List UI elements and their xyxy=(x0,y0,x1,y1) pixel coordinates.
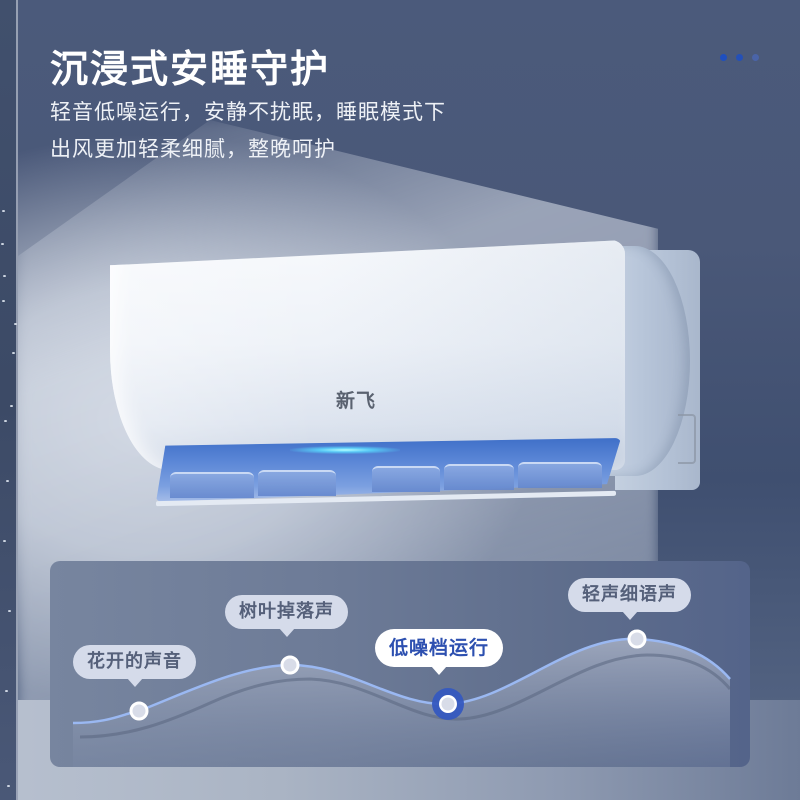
louver-blade xyxy=(518,462,602,488)
ac-front-panel xyxy=(110,240,625,470)
label-leaves-falling: 树叶掉落声 xyxy=(225,595,348,637)
louver-blade xyxy=(170,472,254,498)
curve-point-active[interactable] xyxy=(432,688,464,720)
noise-comparison-panel: 花开的声音 树叶掉落声 低噪档运行 轻声细语声 xyxy=(50,561,750,767)
label-flower-blooming: 花开的声音 xyxy=(73,645,196,687)
louver-blade xyxy=(372,466,440,492)
curve-point-1[interactable] xyxy=(129,701,149,721)
description-line-2: 出风更加轻柔细腻，整晚呵护 xyxy=(50,137,336,161)
curve-point-4[interactable] xyxy=(627,629,647,649)
louver-blade xyxy=(444,464,514,490)
ac-front-shading xyxy=(110,240,625,470)
louver-blade xyxy=(258,470,336,496)
pagination-dot-3[interactable] xyxy=(752,54,759,61)
label-low-noise-mode: 低噪档运行 xyxy=(375,629,504,675)
label-whisper: 轻声细语声 xyxy=(568,578,691,620)
ac-side-vent-icon xyxy=(678,414,696,464)
brand-logo: 新飞 xyxy=(336,390,377,412)
indicator-light-icon xyxy=(290,446,400,454)
pagination-dots xyxy=(720,54,759,61)
left-edge-texture xyxy=(0,0,18,800)
curve-point-2[interactable] xyxy=(280,655,300,675)
page-title: 沉浸式安睡守护 xyxy=(50,47,331,91)
description-line-1: 轻音低噪运行，安静不扰眠，睡眠模式下 xyxy=(50,100,446,124)
pagination-dot-1[interactable] xyxy=(720,54,727,61)
noise-curve-graphic xyxy=(72,629,732,767)
feature-description: 轻音低噪运行，安静不扰眠，睡眠模式下 出风更加轻柔细腻，整晚呵护 xyxy=(50,94,510,168)
air-conditioner-image: 新飞 xyxy=(110,240,700,512)
pagination-dot-2[interactable] xyxy=(736,54,743,61)
